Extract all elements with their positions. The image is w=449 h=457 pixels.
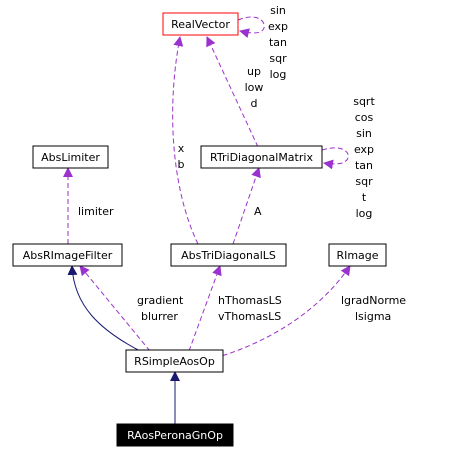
node-abs-limiter-label: AbsLimiter: [41, 151, 100, 164]
edge-label: sin: [270, 4, 286, 17]
edge-label: hThomasLS: [218, 294, 282, 307]
labels-ls-to-vector: x b: [178, 142, 185, 171]
labels-matrix-self: sqrt cos sin exp tan sqr t log: [353, 95, 375, 220]
edge-label: d: [251, 97, 258, 110]
edge-matrix-self: [321, 147, 349, 170]
node-rsimple-aos-op-label: RSimpleAosOp: [134, 355, 215, 368]
edge-label: log: [356, 207, 373, 220]
labels-matrix-to-vector: up low d: [245, 65, 264, 110]
edge-label: sqr: [269, 52, 287, 65]
edge-label: gradient: [137, 294, 184, 307]
edge-matrix-to-ls: [232, 167, 261, 245]
labels-real-vector-self: sin exp tan sqr log: [268, 4, 288, 81]
edge-label: log: [270, 68, 287, 81]
edge-label: t: [362, 191, 367, 204]
edge-label: cos: [355, 111, 374, 124]
node-real-vector-label: RealVector: [171, 18, 230, 31]
node-abs-tri-diagonal-ls-label: AbsTriDiagonalLS: [181, 249, 276, 262]
edge-label: x: [178, 142, 185, 155]
edge-label: sqr: [355, 175, 373, 188]
labels-image-to-op: lgradNorme lsigma: [341, 294, 406, 323]
edge-label: tan: [269, 36, 287, 49]
labels-ls-to-op: hThomasLS vThomasLS: [218, 294, 282, 323]
edge-image-to-op: [214, 265, 351, 359]
node-rimage[interactable]: RImage: [328, 243, 387, 267]
node-raos-perona-gn-op-label: RAosPeronaGnOp: [127, 429, 223, 442]
node-abs-rimage-filter-label: AbsRImageFilter: [23, 249, 113, 262]
edge-filter-to-op: [79, 265, 151, 352]
node-rtri-diagonal-matrix-label: RTriDiagonalMatrix: [210, 151, 313, 164]
edge-label: vThomasLS: [218, 310, 281, 323]
node-abs-tri-diagonal-ls[interactable]: AbsTriDiagonalLS: [170, 243, 287, 267]
labels-filter-to-op: gradient blurrer: [137, 294, 184, 323]
node-rtri-diagonal-matrix[interactable]: RTriDiagonalMatrix: [200, 145, 323, 169]
edge-label: sin: [356, 127, 372, 140]
label-limiter: limiter: [78, 205, 114, 218]
edge-label: lsigma: [355, 310, 391, 323]
node-rimage-label: RImage: [336, 249, 378, 262]
edge-label: sqrt: [353, 95, 375, 108]
edge-label: b: [178, 158, 185, 171]
edge-label: low: [245, 81, 264, 94]
edge-label: exp: [268, 20, 288, 33]
edge-ls-to-vector: [172, 36, 199, 245]
node-raos-perona-gn-op[interactable]: RAosPeronaGnOp: [116, 423, 234, 447]
node-abs-limiter[interactable]: AbsLimiter: [32, 145, 109, 169]
label-matrix-to-ls: A: [254, 205, 262, 218]
node-abs-rimage-filter[interactable]: AbsRImageFilter: [12, 243, 123, 267]
edge-ls-to-op: [188, 265, 222, 352]
edge-matrix-to-vector: [206, 36, 259, 148]
node-rsimple-aos-op[interactable]: RSimpleAosOp: [125, 349, 224, 373]
edge-label: exp: [354, 143, 374, 156]
edge-real-vector-self: [237, 16, 265, 39]
node-real-vector[interactable]: RealVector: [162, 12, 239, 36]
edge-label: lgradNorme: [341, 294, 406, 307]
edge-label: tan: [355, 159, 373, 172]
edge-label: up: [247, 65, 261, 78]
edge-label: blurrer: [141, 310, 178, 323]
edge-inherit-filter: [67, 265, 141, 352]
